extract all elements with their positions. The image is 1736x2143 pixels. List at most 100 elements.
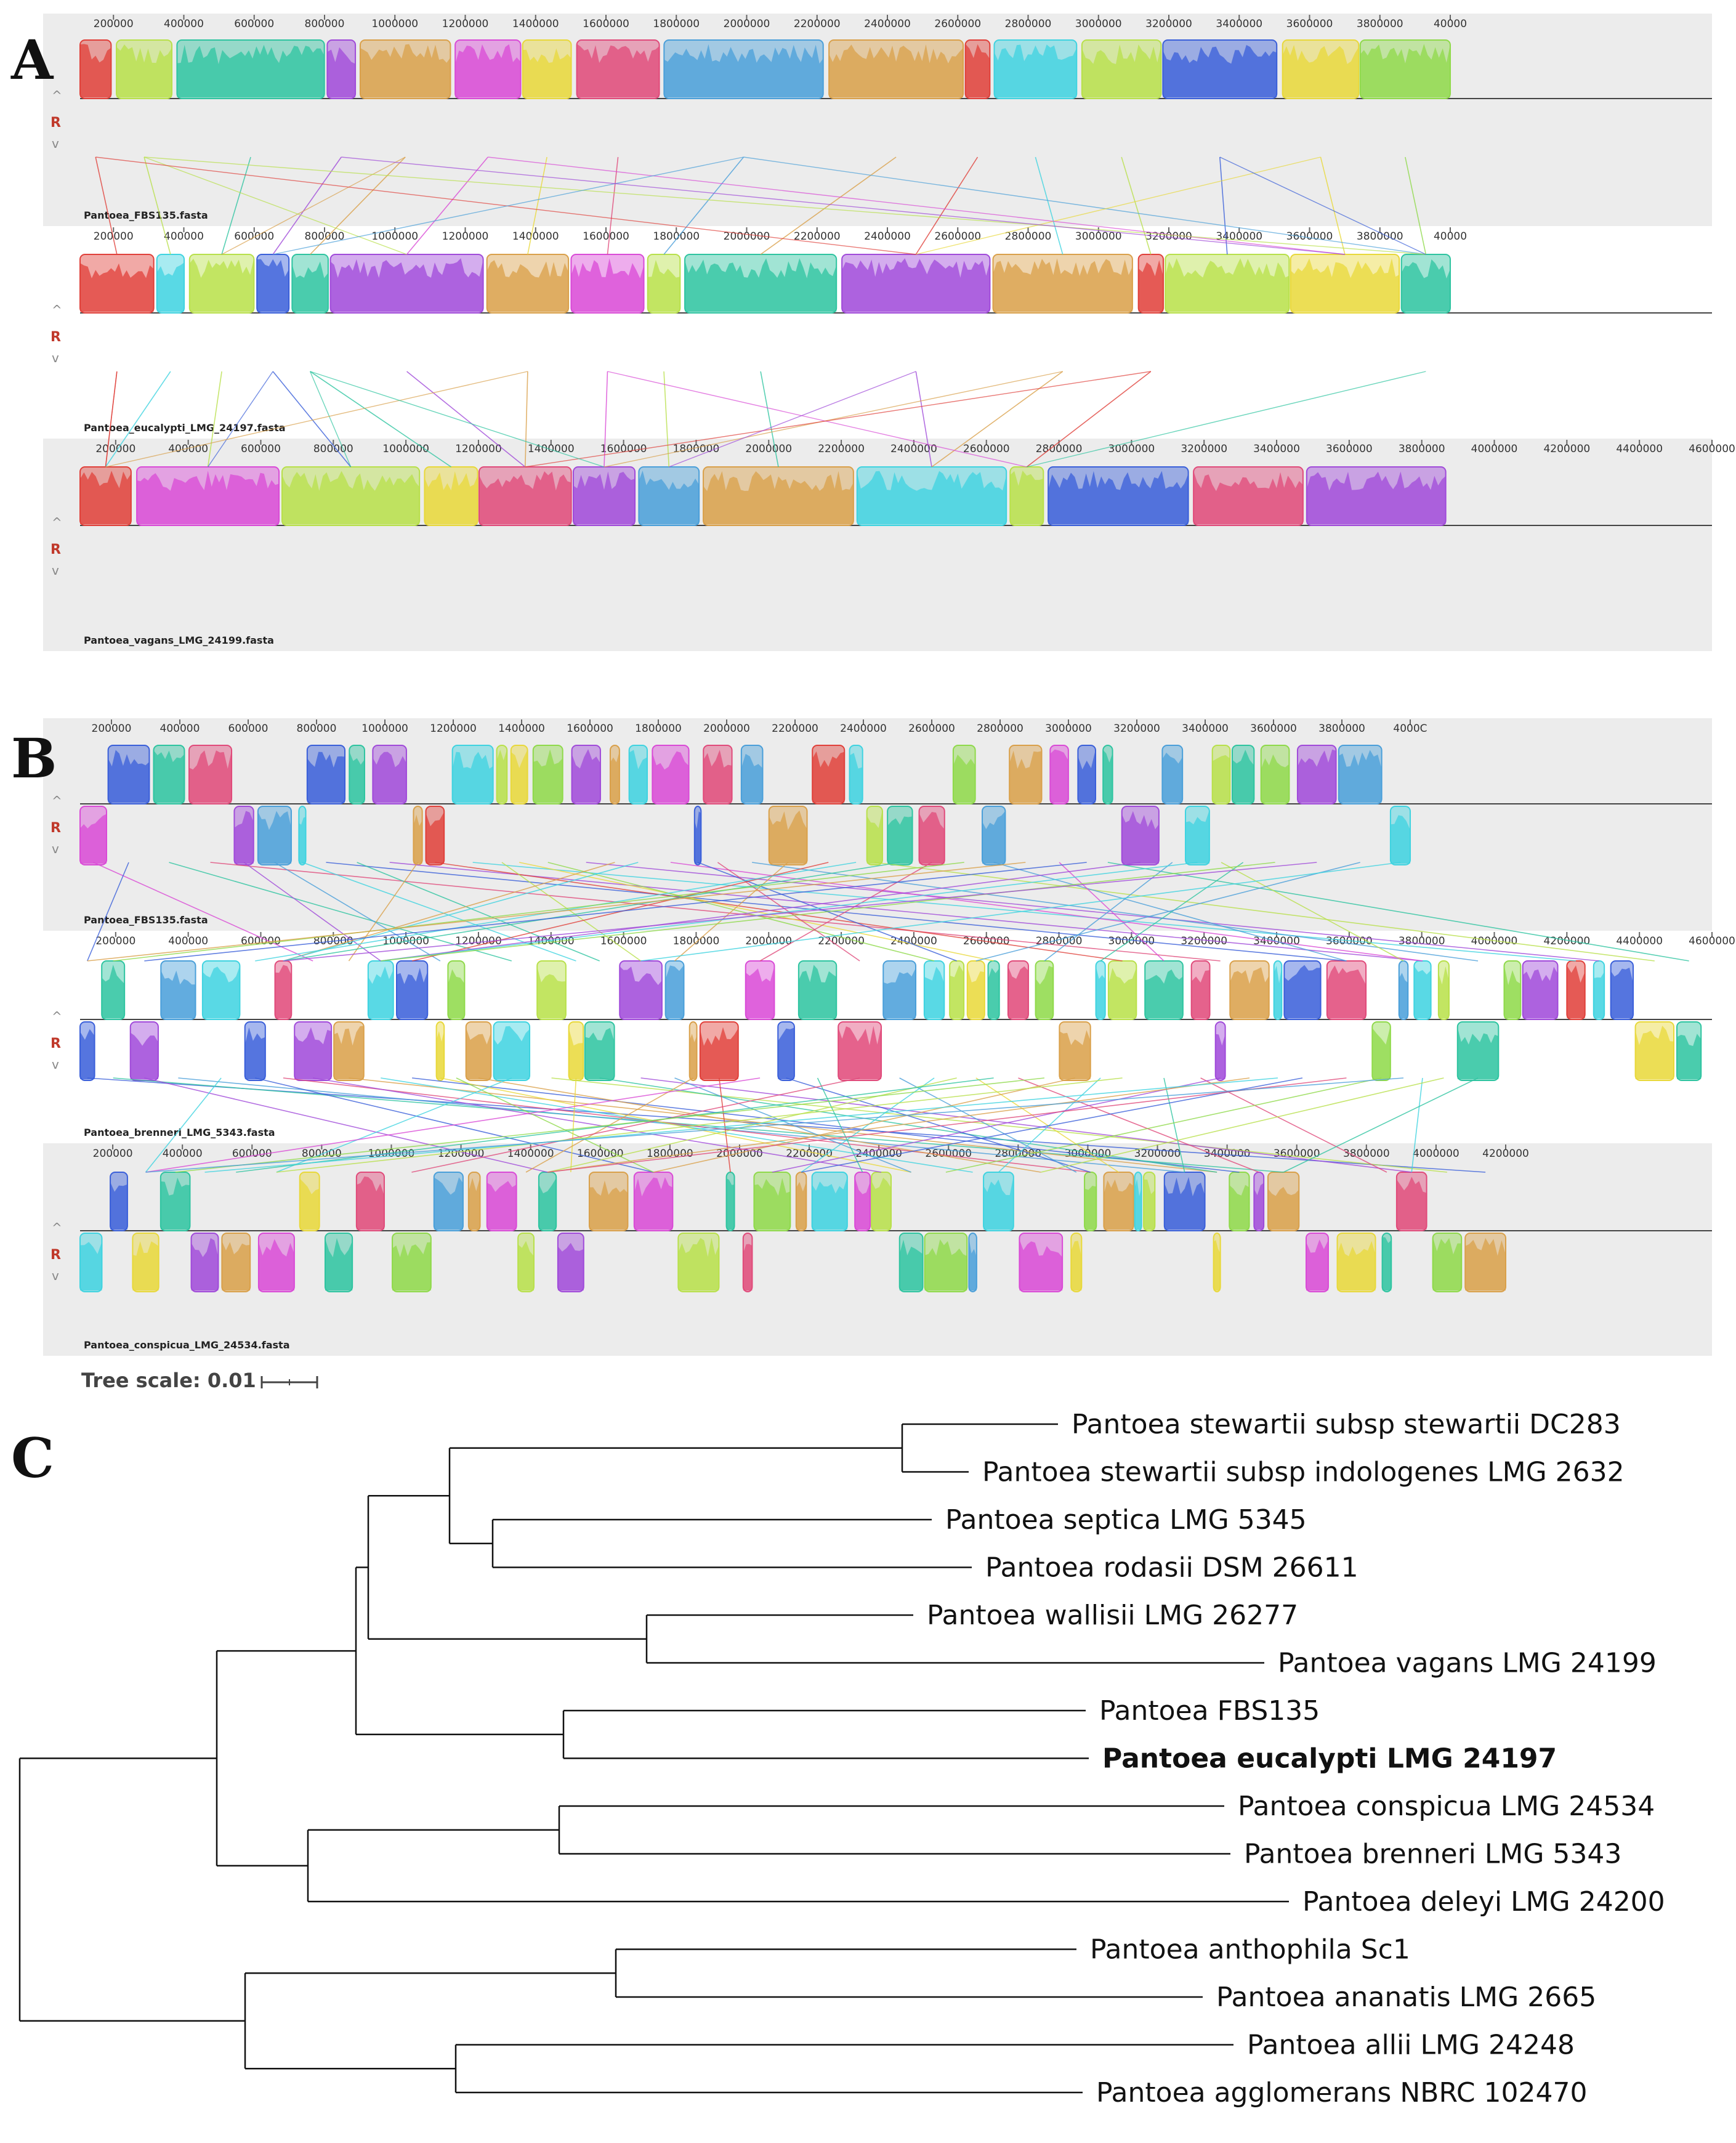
similarity-profile — [620, 966, 662, 1018]
similarity-profile — [1457, 1027, 1499, 1079]
lcb-connector — [87, 862, 1026, 962]
similarity-profile — [584, 1027, 615, 1079]
lcb-block — [797, 960, 838, 1020]
lcb-block — [647, 254, 681, 314]
lcb-block — [493, 1021, 531, 1081]
lcb-block — [298, 806, 307, 865]
similarity-profile — [769, 810, 807, 864]
lcb-connector — [1027, 371, 1426, 468]
lcb-connector — [1035, 156, 1064, 255]
lcb-connector — [1283, 1077, 1479, 1173]
lcb-block — [745, 960, 775, 1020]
lcb-block — [1260, 745, 1290, 804]
ruler-tick-label: 200000 — [95, 443, 135, 455]
lcb-block — [1326, 960, 1367, 1020]
ruler-tick-label: 3600000 — [1286, 18, 1333, 30]
lcb-connector — [547, 862, 935, 962]
lcb-block — [395, 960, 429, 1020]
lcb-block — [324, 1233, 353, 1292]
similarity-profile — [1567, 965, 1585, 1018]
similarity-profile — [80, 1029, 95, 1079]
similarity-profile — [953, 755, 975, 803]
scroll-down-icon: v — [52, 1057, 59, 1072]
similarity-profile — [493, 1026, 530, 1079]
lcb-block — [467, 1172, 481, 1231]
similarity-profile — [1610, 967, 1634, 1018]
similarity-profile — [855, 1177, 870, 1229]
lcb-connector — [1121, 156, 1152, 255]
panel-letter-c: C — [11, 1426, 54, 1490]
lcb-connector — [1018, 1077, 1259, 1173]
lcb-block — [478, 466, 572, 526]
lcb-connector — [440, 1077, 911, 1173]
similarity-profile — [1396, 1177, 1427, 1229]
ruler-tick-label: 600000 — [234, 18, 274, 30]
lcb-block — [1019, 1233, 1064, 1292]
lcb-connector — [349, 1077, 1217, 1173]
ruler-tick-label: 1800000 — [635, 723, 682, 735]
lcb-connector-lines — [87, 862, 1689, 1173]
taxon-label-t12: Pantoea anthophila Sc1 — [1090, 1934, 1410, 1966]
similarity-profile — [257, 811, 291, 864]
lcb-block — [1359, 39, 1451, 99]
lcb-connector — [1411, 1077, 1423, 1173]
lcb-block — [1464, 1233, 1507, 1292]
similarity-profile — [812, 751, 845, 803]
scroll-down-icon: v — [52, 841, 59, 856]
similarity-profile — [829, 44, 964, 97]
lcb-connector — [975, 862, 1360, 962]
lcb-block — [742, 1233, 753, 1292]
lcb-block — [1137, 254, 1165, 314]
lcb-connector — [273, 156, 744, 255]
panel-letter-b: B — [11, 726, 57, 790]
similarity-profile — [1414, 966, 1431, 1018]
lcb-connector — [663, 156, 745, 255]
lcb-block — [983, 1172, 1014, 1231]
lcb-block — [1522, 960, 1559, 1020]
ruler-tick-label: 200000 — [95, 935, 135, 947]
scroll-down-icon: v — [52, 136, 59, 151]
similarity-profile — [1267, 1186, 1299, 1229]
ruler-tick-label: 2000000 — [724, 18, 770, 30]
lcb-block — [1290, 254, 1400, 314]
similarity-profile — [703, 471, 854, 524]
similarity-profile — [703, 750, 732, 803]
lcb-block — [898, 1233, 924, 1292]
lcb-connector — [221, 156, 406, 255]
lcb-connector — [653, 1077, 1075, 1173]
lcb-block — [1610, 960, 1634, 1020]
lcb-connector — [931, 371, 1064, 468]
lcb-connector — [607, 371, 1027, 468]
lcb-block — [1165, 254, 1290, 314]
similarity-profile — [743, 1244, 753, 1290]
lcb-block — [703, 466, 854, 526]
ruler-tick-label: 4400000 — [1616, 935, 1663, 947]
similarity-profile — [156, 262, 185, 312]
ruler-tick-label: 3200000 — [1181, 935, 1227, 947]
similarity-profile — [798, 965, 837, 1018]
ruler-tick-label: 3600000 — [1250, 723, 1297, 735]
similarity-profile — [538, 1178, 557, 1229]
similarity-profile — [1290, 258, 1400, 312]
similarity-profile — [1677, 1034, 1702, 1079]
taxon-label-t1: Pantoea stewartii subsp stewartii DC283 — [1072, 1409, 1621, 1440]
ruler-tick-label: 1600000 — [567, 723, 613, 735]
lcb-connector — [760, 156, 897, 255]
lcb-connector — [381, 862, 1141, 962]
similarity-profile — [1096, 966, 1105, 1018]
lcb-block — [638, 466, 700, 526]
ruler-tick-label: 2800000 — [1005, 230, 1052, 243]
lcb-connector — [478, 1077, 1041, 1173]
similarity-profile — [1164, 1177, 1205, 1229]
lcb-block — [866, 806, 883, 865]
lcb-connector — [817, 1077, 863, 1173]
lcb-connector — [525, 371, 528, 468]
genome-label: Pantoea_brenneri_LMG_5343.fasta — [84, 1127, 275, 1138]
lcb-block — [1593, 960, 1605, 1020]
lcb-block — [1077, 745, 1096, 804]
lcb-block — [1229, 1172, 1250, 1231]
lcb-connector — [786, 1077, 1091, 1173]
lcb-block — [190, 1233, 219, 1292]
lcb-connector — [389, 862, 1423, 962]
